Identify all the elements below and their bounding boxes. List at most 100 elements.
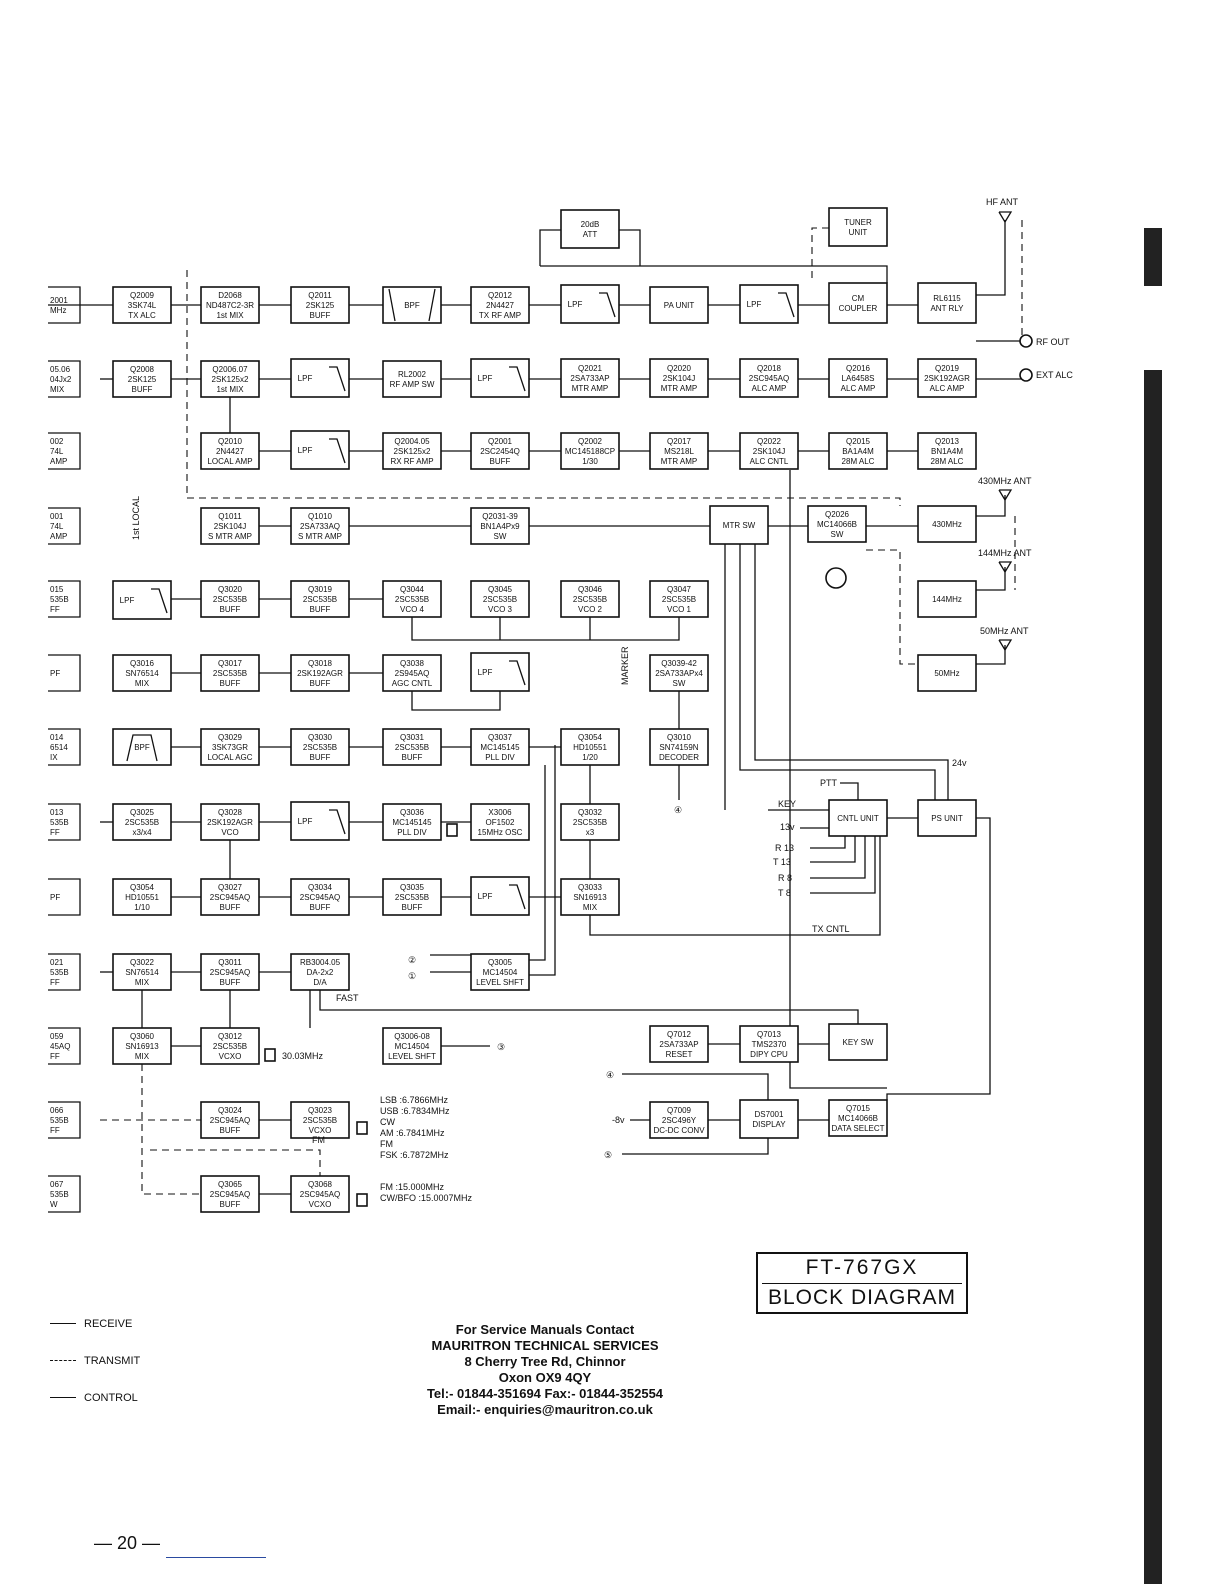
wire-12: [539, 229, 561, 266]
lpf-curve: [509, 660, 526, 686]
label-r13: R 13: [775, 843, 794, 853]
block-label-2: 28M ALC: [931, 457, 964, 466]
block-label-0: Q2031-39: [482, 512, 518, 521]
block-label-0: Q7013: [757, 1030, 782, 1039]
block-label-0: Q3011: [218, 958, 242, 967]
fragment-label-1: 45AQ: [50, 1042, 70, 1051]
fragment-frame: [48, 728, 81, 766]
block-label-1: 2SC535B: [303, 743, 337, 752]
block-label-2: BUFF: [310, 311, 331, 320]
ext-alc-jack-icon: [1019, 368, 1033, 382]
block-label-0: Q1011: [218, 512, 242, 521]
label-key: KEY: [778, 799, 796, 809]
block-label-1: 2SC535B: [395, 595, 429, 604]
block-label-1: 2SC535B: [125, 818, 159, 827]
block-frame: [917, 654, 977, 692]
block-label-1: 2SC535B: [213, 595, 247, 604]
block-label-1: SN74159N: [659, 743, 698, 752]
block-frame: [739, 432, 799, 470]
wire-99: [622, 1138, 769, 1155]
block-frame: [709, 505, 769, 545]
block-lpf_h: LPF: [290, 801, 350, 841]
block-label-0: Q3030: [308, 733, 333, 742]
block-label-0: LPF: [298, 446, 313, 455]
block-frame: [290, 878, 350, 916]
block-label-2: BUFF: [310, 903, 331, 912]
block-frame: [290, 507, 350, 545]
block-frame: [200, 507, 260, 545]
fragment-frame: [48, 803, 81, 841]
block-frame: [560, 284, 620, 324]
block-frame: [290, 430, 350, 470]
label-node5: ⑤: [604, 1150, 612, 1160]
legend-control: CONTROL: [50, 1379, 140, 1416]
block-frame: [649, 1025, 709, 1063]
block-label-0: Q2011: [308, 291, 332, 300]
block-label-1: MC145188CP: [565, 447, 615, 456]
block-label-1: 2SK104J: [663, 374, 695, 383]
rf-out-jack-icon: [1019, 334, 1033, 348]
diagram-title: BLOCK DIAGRAM: [767, 1286, 957, 1309]
block-label-0: Q3044: [400, 585, 425, 594]
block-frame: [649, 358, 709, 398]
fragment-label-1: 6514: [50, 743, 68, 752]
dashed-wire-6: [866, 549, 918, 665]
block-label-2: SW: [673, 679, 686, 688]
block-label-0: Q3027: [218, 883, 243, 892]
page-number: — 20 —: [94, 1533, 161, 1553]
label-v24: 24v: [952, 758, 967, 768]
fragment-label-1: 535B: [50, 968, 69, 977]
block-label-2: BUFF: [220, 978, 241, 987]
block-lpf_f: LPF: [112, 580, 172, 620]
block-label-0: Q7009: [667, 1106, 692, 1115]
fragment-frame: [48, 654, 81, 692]
block-label-0: PS UNIT: [931, 814, 963, 823]
block-label-1: 2SC945AQ: [749, 374, 789, 383]
block-lpf_i: LPF: [470, 876, 530, 916]
block-frame: [112, 286, 172, 324]
fragment-label-0: 021: [50, 958, 64, 967]
wire-102: [789, 470, 887, 1089]
block-frame: [290, 654, 350, 692]
block-lpf_b: LPF: [739, 284, 799, 324]
block-label-0: Q3039-42: [661, 659, 697, 668]
block-label-1: 2SC945AQ: [210, 1190, 250, 1199]
wire-108: [529, 745, 556, 976]
block-label-1: 2SC535B: [573, 818, 607, 827]
block-frame: [290, 728, 350, 766]
wire-71: [810, 836, 866, 879]
legend-receive-label: RECEIVE: [84, 1317, 133, 1330]
label-fast: FAST: [336, 993, 359, 1003]
block-label-1: SN76514: [125, 968, 159, 977]
block-label-1: 2SC535B: [303, 595, 337, 604]
block-label-0: LPF: [747, 300, 762, 309]
wire-41: [976, 567, 1006, 591]
block-frame: [649, 654, 709, 692]
block-label-1: MC14504: [483, 968, 518, 977]
block-label-2: VCO 3: [488, 605, 513, 614]
hf-antenna-icon: [998, 211, 1013, 224]
block-label-0: RL2002: [398, 370, 427, 379]
label-ant144: 144MHz ANT: [978, 548, 1032, 558]
block-label-2: BUFF: [220, 1126, 241, 1135]
block-frame: [828, 207, 888, 247]
wire-10: [976, 220, 1006, 296]
block-label-0: Q3005: [488, 958, 513, 967]
block-frame: [290, 801, 350, 841]
signal-wires: [48, 220, 1023, 1195]
block-frame: [739, 284, 799, 324]
block-label-1: HD10551: [573, 743, 607, 752]
block-frame: [649, 728, 709, 766]
block-label-0: Q3020: [218, 585, 243, 594]
label-xtal_fm: FM: [380, 1139, 393, 1149]
wire-73: [840, 782, 859, 800]
